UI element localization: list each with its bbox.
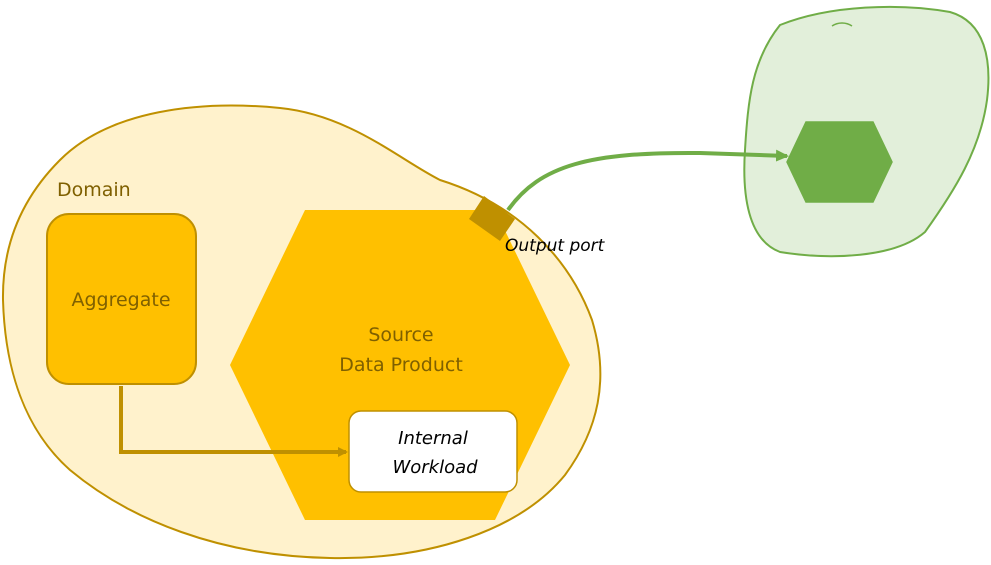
output-port-to-consumer-arrow — [506, 149, 789, 212]
source-data-product-label-line2: Data Product — [339, 354, 463, 376]
source-data-product-label-line1: Source — [368, 324, 433, 346]
consumer-sketch-mark — [831, 22, 853, 27]
domain-label: Domain — [57, 179, 131, 201]
internal-workload-box — [348, 410, 518, 493]
consumer-data-product-hexagon — [786, 121, 893, 203]
aggregate-to-workload-arrow — [119, 386, 348, 457]
aggregate-box — [46, 213, 197, 385]
output-port-label: Output port — [505, 236, 606, 256]
internal-workload-label-line1: Internal — [398, 428, 468, 449]
output-port-marker — [469, 196, 515, 241]
internal-workload-label-line2: Workload — [392, 457, 478, 478]
aggregate-label: Aggregate — [71, 289, 170, 311]
